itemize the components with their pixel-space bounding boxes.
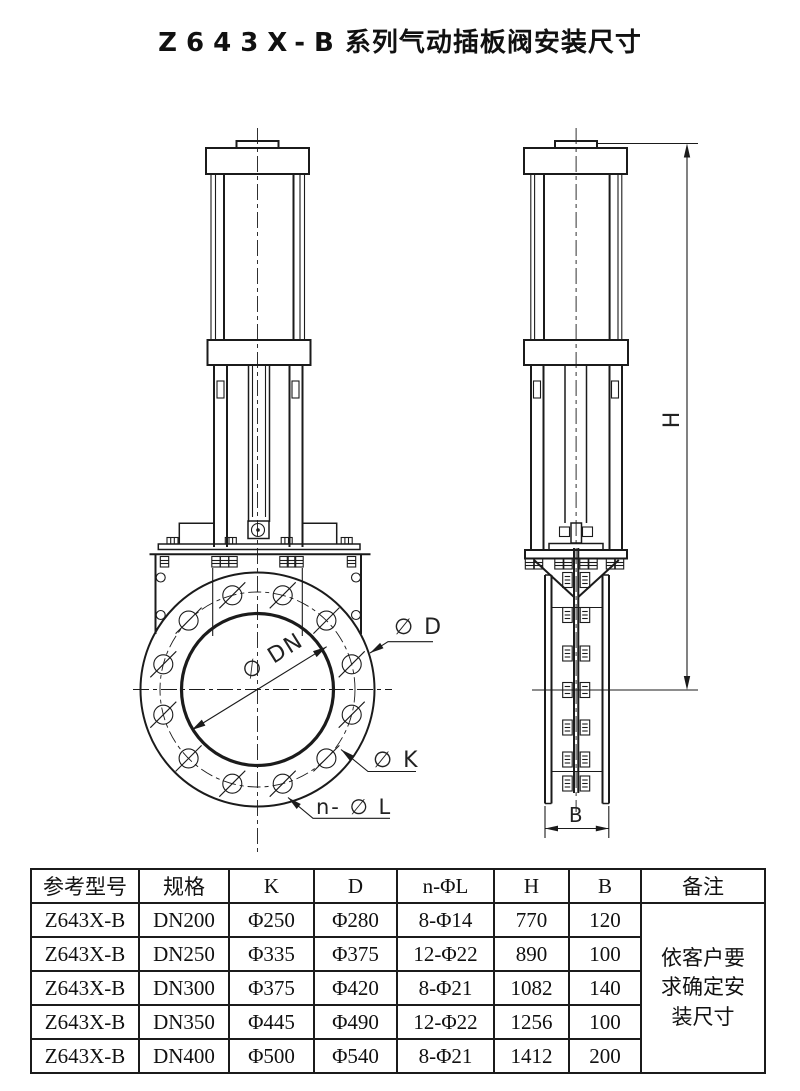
- gusset-right: [577, 559, 620, 598]
- front-view: [133, 128, 392, 852]
- stem-connector: [247, 520, 270, 540]
- table-row: Z643X-B DN250 Φ335 Φ375 12-Φ22 890 100: [30, 936, 765, 972]
- table-cell: Z643X-B: [30, 902, 140, 938]
- flange: [133, 571, 392, 808]
- title-model-code: Z643X-B: [158, 28, 343, 58]
- side-view: [523, 128, 629, 812]
- table-cell: 8-Φ14: [396, 902, 495, 938]
- gusset-left: [533, 559, 575, 598]
- page-title: Z643X-B系列气动插板阀安装尺寸: [0, 22, 800, 59]
- table-cell: 890: [493, 936, 570, 972]
- valve-body: [149, 553, 371, 636]
- table-row: Z643X-B DN300 Φ375 Φ420 8-Φ21 1082 140: [30, 970, 765, 1006]
- pneumatic-cylinder-side: [523, 140, 629, 366]
- remark-cell: 依客户要求确定安装尺寸: [640, 902, 766, 1074]
- header-spec: 规格: [138, 868, 230, 904]
- outer-diameter-label: ∅ D: [394, 615, 443, 640]
- table-row: Z643X-B DN350 Φ445 Φ490 12-Φ22 1256 100: [30, 1004, 765, 1040]
- table-cell: Φ500: [228, 1038, 315, 1074]
- remark-text: 依客户要求确定安装尺寸: [661, 945, 745, 1029]
- table-cell: 8-Φ21: [396, 970, 495, 1006]
- table-cell: Φ280: [313, 902, 398, 938]
- table-cell: Φ490: [313, 1004, 398, 1040]
- table-cell: DN400: [138, 1038, 230, 1074]
- pneumatic-cylinder: [205, 140, 312, 366]
- table-cell: Z643X-B: [30, 1004, 140, 1040]
- table-cell: 8-Φ21: [396, 1038, 495, 1074]
- header-d: D: [313, 868, 398, 904]
- header-n-l: n-ΦL: [396, 868, 495, 904]
- table-cell: 12-Φ22: [396, 936, 495, 972]
- table-cell: 100: [568, 1004, 642, 1040]
- table-cell: 100: [568, 936, 642, 972]
- table-row: Z643X-B DN200 Φ250 Φ280 8-Φ14 770 120 依客…: [30, 902, 766, 1074]
- table-cell: Φ420: [313, 970, 398, 1006]
- bolt-circle-label: ∅ K: [373, 748, 420, 773]
- table-cell: DN200: [138, 902, 230, 938]
- title-text: 系列气动插板阀安装尺寸: [344, 28, 642, 58]
- bore-circle: [179, 611, 336, 768]
- yoke-and-stem-side: [530, 365, 623, 551]
- table-cell: 1256: [493, 1004, 570, 1040]
- table-cell: 770: [493, 902, 570, 938]
- bolt-holes-label: n- ∅ L: [316, 795, 392, 819]
- table-cell: Φ540: [313, 1038, 398, 1074]
- table-cell: Φ250: [228, 902, 315, 938]
- flange-outer-circle: [139, 571, 376, 808]
- bolt-circle: [159, 591, 356, 788]
- table-cell: DN250: [138, 936, 230, 972]
- bore-diameter-label: ∅ DN: [238, 628, 309, 685]
- height-dimension-label: H: [660, 410, 685, 429]
- header-b: B: [568, 868, 642, 904]
- header-k: K: [228, 868, 315, 904]
- width-dimension-label: B: [569, 803, 585, 827]
- table-cell: 200: [568, 1038, 642, 1074]
- body-side-plates: [544, 574, 610, 805]
- table-cell: Φ445: [228, 1004, 315, 1040]
- table-cell: DN350: [138, 1004, 230, 1040]
- table-cell: Z643X-B: [30, 936, 140, 972]
- dimension-table: 参考型号 规格 K D n-ΦL H B 备注 Z643X-B DN200 Φ2…: [30, 868, 766, 1074]
- table-cell: Φ375: [313, 936, 398, 972]
- table-cell: DN300: [138, 970, 230, 1006]
- yoke-and-stem: [213, 365, 304, 547]
- bolt-holes: [149, 581, 366, 798]
- bonnet-support: [157, 522, 361, 551]
- table-cell: 1412: [493, 1038, 570, 1074]
- table-cell: 120: [568, 902, 642, 938]
- table-cell: Φ335: [228, 936, 315, 972]
- gate-blade: [562, 548, 591, 793]
- header-h: H: [493, 868, 570, 904]
- table-cell: Z643X-B: [30, 970, 140, 1006]
- dimensions: ∅ DN ∅ D ∅ K n- ∅ L H: [191, 142, 698, 838]
- table-cell: 12-Φ22: [396, 1004, 495, 1040]
- table-header-row: 参考型号 规格 K D n-ΦL H B 备注: [30, 868, 766, 904]
- header-model: 参考型号: [30, 868, 140, 904]
- table-row: Z643X-B DN400 Φ500 Φ540 8-Φ21 1412 200: [30, 1038, 765, 1074]
- table-cell: 140: [568, 970, 642, 1006]
- header-remark: 备注: [640, 868, 766, 904]
- table-cell: Z643X-B: [30, 1038, 140, 1074]
- table-cell: 1082: [493, 970, 570, 1006]
- bonnet-plate-side: [524, 549, 628, 598]
- table-cell: Φ375: [228, 970, 315, 1006]
